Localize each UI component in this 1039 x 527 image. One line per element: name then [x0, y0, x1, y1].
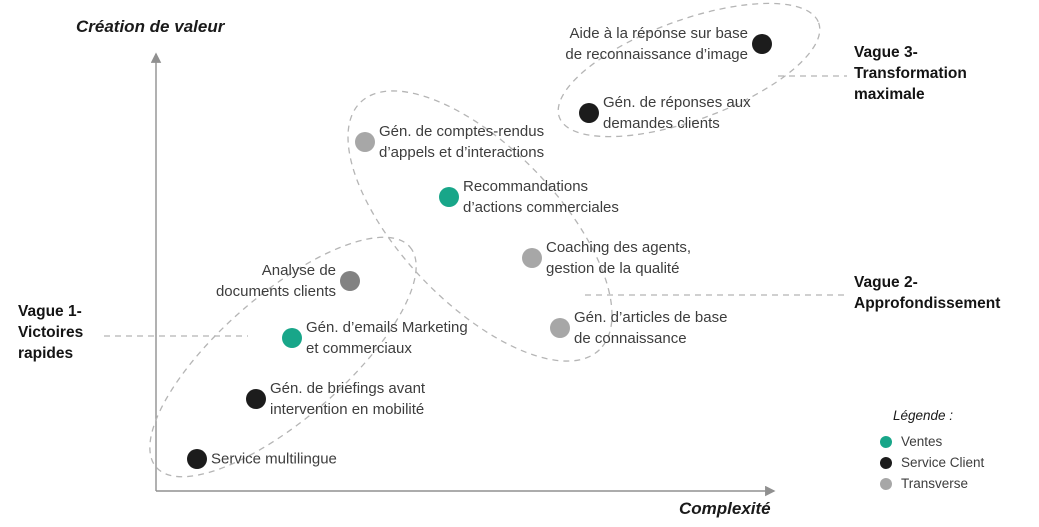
point-dot-icon — [355, 132, 375, 152]
service-client-dot-icon — [880, 456, 892, 469]
legend-item-label: Ventes — [901, 434, 943, 449]
point-label: Analyse de documents clients — [215, 262, 336, 300]
point-label: Recommandations d’actions commerciales — [463, 178, 619, 216]
wave-1-ellipse — [149, 236, 417, 478]
wave-1-label: Vague 1- Victoires rapides — [18, 303, 84, 362]
y-axis-title: Création de valeur — [76, 17, 225, 36]
legend: Légende : Ventes Service Client Transver… — [880, 408, 984, 494]
point-label: Aide à la réponse sur base de reconnaiss… — [565, 25, 748, 63]
legend-item-service-client: Service Client — [880, 452, 984, 473]
point-dot-icon — [579, 103, 599, 123]
legend-item-ventes: Ventes — [880, 431, 984, 452]
legend-item-label: Transverse — [901, 476, 969, 491]
ventes-dot-icon — [880, 435, 892, 448]
point-label: Gén. de briefings avant intervention en … — [270, 380, 426, 418]
wave-3-label: Vague 3- Transformation maximale — [854, 44, 967, 103]
transverse-dot-icon — [880, 477, 892, 490]
point-label: Coaching des agents, gestion de la quali… — [546, 239, 692, 277]
legend-title: Légende : — [893, 408, 954, 423]
legend-item-transverse: Transverse — [880, 473, 984, 494]
wave-2-label: Vague 2- Approfondissement — [854, 274, 1001, 312]
point-label: Gén. d’emails Marketing et commerciaux — [306, 319, 468, 357]
point-label: Gén. de comptes-rendus d’appels et d’int… — [379, 123, 545, 161]
point-label: Gén. de réponses aux demandes clients — [603, 94, 751, 132]
point-dot-icon — [340, 271, 360, 291]
point-label: Service multilingue — [211, 450, 337, 468]
point-dot-icon — [282, 328, 302, 348]
point-dot-icon — [246, 389, 266, 409]
point-dot-icon — [187, 449, 207, 469]
x-axis-title: Complexité — [679, 499, 771, 518]
point-dot-icon — [550, 318, 570, 338]
point-dot-icon — [752, 34, 772, 54]
point-dot-icon — [522, 248, 542, 268]
point-label: Gén. d’articles de base de connaissance — [574, 309, 728, 347]
point-dot-icon — [439, 187, 459, 207]
legend-item-label: Service Client — [901, 455, 985, 470]
